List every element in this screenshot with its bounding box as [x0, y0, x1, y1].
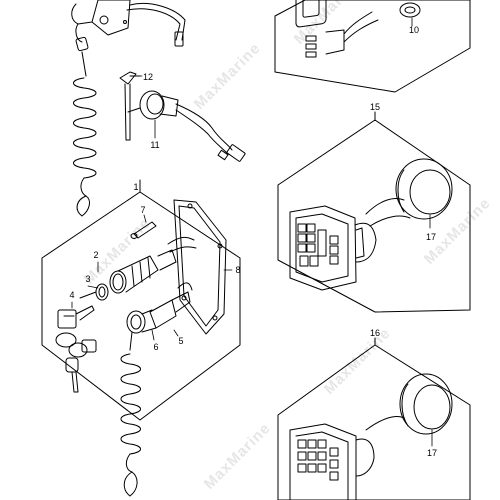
part-7-screw	[130, 221, 157, 239]
callout-12: 12	[143, 72, 153, 82]
callout-17-lower: 17	[427, 448, 437, 458]
box-part-1	[41, 179, 241, 421]
watermark: MaxMarine	[321, 325, 394, 398]
box-top	[274, 0, 471, 93]
callout-3: 3	[85, 274, 90, 284]
callout-10: 10	[409, 25, 419, 35]
part-8-gasket	[173, 199, 227, 335]
part-12-cable-tie	[119, 71, 141, 141]
callout-4: 4	[69, 290, 74, 300]
part-11-switch	[127, 90, 246, 162]
watermark: MaxMarine	[201, 420, 274, 493]
callout-labels: 1 2 3 4 5 6 7 8 10 11 12 15 16 17 17	[69, 25, 437, 458]
callout-15: 15	[370, 102, 380, 112]
callout-2: 2	[93, 250, 98, 260]
callout-5: 5	[178, 336, 183, 346]
callout-1: 1	[133, 182, 138, 192]
key-set	[55, 305, 97, 393]
part-15-panel	[289, 198, 411, 291]
part-17-ring-lower	[399, 373, 453, 435]
callout-17-upper: 17	[426, 232, 436, 242]
part-10-panel-switch	[295, 0, 379, 58]
callout-6: 6	[153, 342, 158, 352]
part-4-nut	[79, 283, 109, 301]
watermark: MaxMarine	[291, 0, 364, 48]
top-left-switch-assembly	[71, 0, 186, 52]
callout-8: 8	[235, 265, 240, 275]
part-17-ring-upper	[395, 158, 453, 220]
box-part-16	[277, 337, 471, 500]
leader-lines	[71, 17, 433, 447]
box-part-15	[277, 111, 471, 313]
callout-11: 11	[150, 140, 159, 150]
part-5-stop-switch	[126, 282, 193, 334]
watermark: MaxMarine	[191, 40, 264, 113]
coiled-lanyard-bottom	[120, 331, 141, 497]
callout-16: 16	[370, 328, 380, 338]
part-16-panel	[289, 416, 405, 500]
key-switch-body	[109, 236, 197, 294]
part-10-ring	[399, 2, 421, 18]
coiled-lanyard-top	[73, 51, 97, 217]
callout-7: 7	[140, 205, 145, 215]
watermark: MaxMarine	[81, 215, 154, 288]
